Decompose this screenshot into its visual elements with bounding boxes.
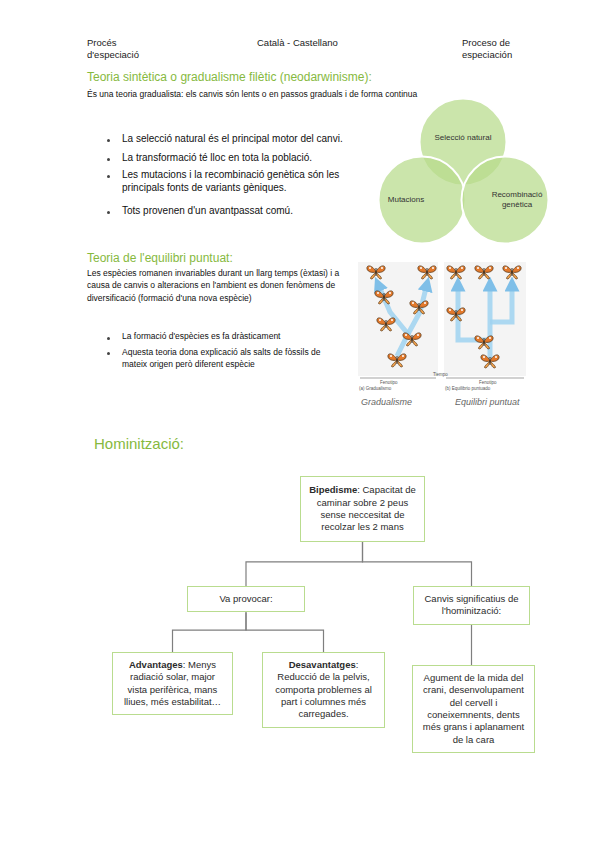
box-text: Agument de la mida del crani, desenvolup…	[423, 672, 524, 745]
bullet-item: Tots provenen d'un avantpassat comú.	[122, 204, 370, 217]
bullet-dot	[107, 352, 110, 355]
axis-label: Fenotipo	[380, 380, 420, 386]
connector-line	[173, 612, 247, 652]
venn-circle: Recombinació genètica	[460, 155, 550, 245]
green-backing	[175, 573, 275, 592]
smartart-box: Desavantatges: Reducció de la pelvis, co…	[262, 652, 385, 728]
bullet-item: La transformació té lloc en tota la pobl…	[122, 151, 394, 164]
header-text: Procés d'especiació	[87, 37, 157, 62]
panel-caption: (a) Gradualismo	[359, 386, 419, 392]
box-heading: Advantages	[129, 659, 183, 670]
axis-label: Tiempo	[433, 372, 463, 378]
box-heading: Bipedisme	[309, 484, 357, 495]
section-heading: Teoria sintètica o gradualisme filètic (…	[87, 70, 517, 86]
figure-caption: Gradualisme	[361, 397, 441, 409]
bullet-dot	[107, 175, 110, 178]
bullet-dot	[107, 139, 110, 142]
circle-label-wrap: Recombinació genètica	[489, 180, 545, 220]
tree-connector	[246, 542, 363, 586]
axis-label: Fenotipo	[479, 380, 519, 386]
smartart-box: Va provocar:	[187, 586, 305, 612]
intro-text: És una teoria gradualista: els canvis só…	[87, 89, 557, 100]
smartart-box: Agument de la mida del crani, desenvolup…	[412, 665, 535, 753]
smartart-box: Canvis significatius de l'hominització:	[413, 586, 530, 625]
section-heading: Hominització:	[94, 434, 294, 454]
circle-label: Recombinació genètica	[489, 190, 545, 210]
bullet-dot	[107, 158, 110, 161]
box-text: Canvis significatius de l'hominització:	[425, 593, 519, 616]
circle-label-wrap: Selecció natural	[428, 118, 498, 158]
panel-caption: (b) Equilibrio puntuado	[445, 386, 515, 392]
box-text-wrap: Advantages: Menys radiació solar, major …	[120, 659, 225, 708]
connector-line	[363, 542, 472, 586]
smartart-box: Bipedisme: Capacitat de caminar sobre 2 …	[300, 476, 425, 542]
bullet-item: Les mutacions i la recombinació genètica…	[122, 168, 370, 194]
box-text-wrap: Desavantatges: Reducció de la pelvis, co…	[270, 659, 377, 721]
circle-label: Selecció natural	[435, 133, 492, 143]
bullet-item: Aquesta teoria dona explicació als salts…	[122, 346, 347, 371]
circle-label-wrap: Mutacions	[381, 180, 431, 220]
box-heading: Desavantatges	[289, 659, 356, 670]
bullet-item: La selecció natural és el principal moto…	[122, 132, 394, 145]
connector-line	[471, 625, 472, 665]
header-text: Català - Castellano	[257, 37, 377, 49]
tree-connector	[246, 612, 324, 652]
tree-connector	[471, 625, 472, 665]
venn-circle: Mutacions	[377, 155, 467, 245]
box-text-wrap: Bipedisme: Capacitat de caminar sobre 2 …	[308, 484, 417, 533]
box-text-wrap: Va provocar:	[219, 593, 272, 605]
tree-connector	[363, 542, 472, 586]
section-heading: Teoria de l'equilibri puntuat:	[87, 251, 387, 267]
circle-label: Mutacions	[388, 195, 424, 205]
bullet-dot	[107, 337, 110, 340]
bullet-item: La formació d'espècies es fa dràsticamen…	[122, 331, 352, 342]
box-text: Va provocar:	[219, 593, 272, 604]
bullet-dot	[107, 211, 110, 214]
connector-line	[246, 612, 324, 652]
connector-line	[246, 542, 363, 586]
box-text-wrap: Canvis significatius de l'hominització:	[421, 593, 522, 618]
body-text: Les espècies romanen invariables durant …	[87, 267, 349, 304]
header-text: Proceso de especiación	[462, 37, 524, 62]
smartart-box: Advantages: Menys radiació solar, major …	[112, 652, 233, 715]
box-text-wrap: Agument de la mida del crani, desenvolup…	[420, 672, 527, 746]
tree-connector	[173, 612, 247, 652]
figure-caption: Equilibri puntuat	[455, 397, 545, 409]
